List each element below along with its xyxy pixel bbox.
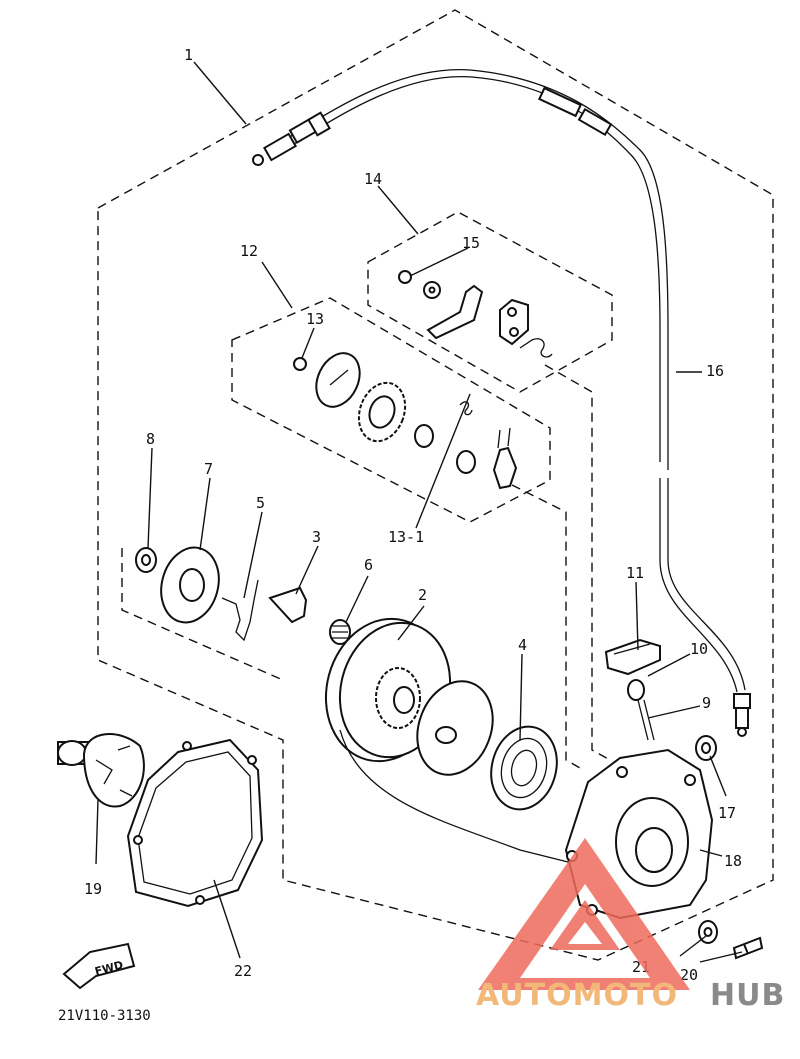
subgroup-12-boundary: [231, 297, 551, 523]
leader-lines: [95, 61, 743, 963]
part-15-washer: [398, 270, 441, 299]
part-18-starter-case: [564, 748, 714, 920]
part-14-link: [499, 298, 529, 346]
part-5-spring: [221, 579, 259, 642]
part-14-lever: [426, 284, 484, 340]
part-12-collar: [414, 424, 434, 448]
part-label-19: 19: [84, 880, 102, 898]
part-2-pulley: [324, 617, 452, 763]
part-9-rope-grip: [637, 699, 655, 741]
connector-dash-14-to-18: [544, 364, 611, 761]
part-label-1: 1: [184, 46, 193, 64]
part-label-9: 9: [702, 694, 711, 712]
automotohub-logo: [478, 838, 690, 990]
part-20-bolt: [732, 936, 764, 960]
part-11-handle: [604, 638, 661, 676]
part-7-drive-plate: [160, 546, 220, 624]
part-label-3: 3: [312, 528, 321, 546]
starter-rope: [339, 729, 569, 863]
part-label-6: 6: [364, 556, 373, 574]
part-12-ratchet-gear: [357, 381, 407, 443]
part-13-nut: [293, 357, 307, 371]
fwd-arrow-icon: FWD: [62, 942, 136, 990]
drawing-code: 21V110-3130: [58, 1008, 151, 1024]
part-label-16: 16: [706, 362, 724, 380]
part-10-retainer: [627, 679, 645, 701]
part-8-nut: [135, 547, 157, 573]
part-12-cam-plate: [315, 352, 361, 408]
part-label-17: 17: [718, 804, 736, 822]
watermark-text-colored: AUTOMOTO: [476, 978, 678, 1013]
subgroup-left-boundary: [121, 548, 284, 681]
part-label-10: 10: [690, 640, 708, 658]
part-22-gasket: [126, 738, 264, 908]
part-4-spring-case: [416, 680, 494, 776]
throttle-cable-lower: [659, 478, 746, 693]
part-label-7: 7: [204, 460, 213, 478]
throttle-cable: [269, 68, 669, 470]
part-6-spring: [329, 619, 351, 645]
part-4-recoil-spring: [490, 725, 558, 811]
part-label-13-1: 13-1: [388, 528, 424, 546]
part-19-drive-pulley: [57, 733, 145, 808]
cable-end-fitting-bottom: [733, 693, 751, 737]
connector-dash-12-to-2: [511, 484, 581, 769]
part-label-8: 8: [146, 430, 155, 448]
part-label-12: 12: [240, 242, 258, 260]
cable-end-fitting-top: [252, 86, 613, 166]
part-label-14: 14: [364, 170, 382, 188]
part-label-2: 2: [418, 586, 427, 604]
part-3-pawl: [268, 586, 308, 624]
watermark-text-gray: HUB: [710, 978, 785, 1013]
part-label-5: 5: [256, 494, 265, 512]
part-label-18: 18: [724, 852, 742, 870]
part-label-15: 15: [462, 234, 480, 252]
part-label-4: 4: [518, 636, 527, 654]
part-label-11: 11: [626, 564, 644, 582]
part-14-spring: [519, 338, 553, 358]
part-17-washer: [695, 735, 717, 761]
assembly-boundary-outer: [97, 9, 774, 961]
part-12-washer: [456, 450, 476, 474]
part-12-pawl: [492, 427, 518, 490]
part-13-1-spring: [459, 401, 473, 416]
part-label-22: 22: [234, 962, 252, 980]
part-label-13: 13: [306, 310, 324, 328]
subgroup-14-boundary: [367, 211, 613, 393]
part-label-20: 20: [680, 966, 698, 984]
